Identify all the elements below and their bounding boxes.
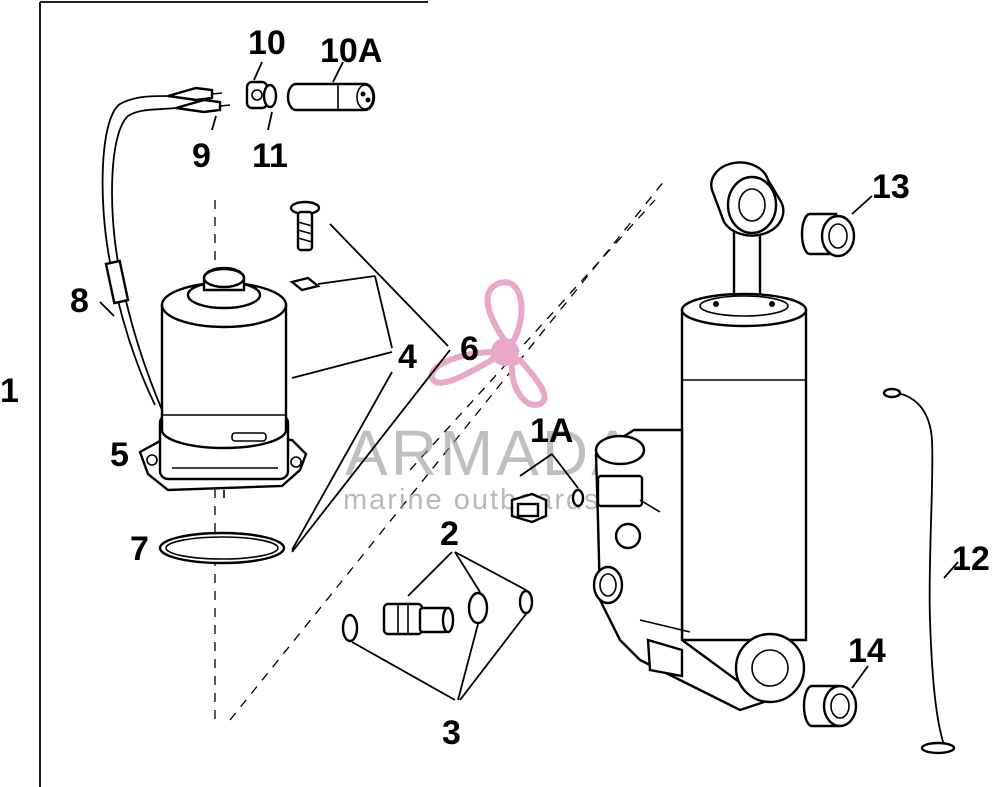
callout-10: 10 xyxy=(248,24,286,62)
cylinder-assembly xyxy=(592,161,808,712)
callout-13: 13 xyxy=(872,168,910,206)
watermark-tagline: marine outboards xyxy=(343,484,601,516)
callout-8: 8 xyxy=(70,282,89,320)
leader-lines xyxy=(99,61,959,701)
callout-4: 4 xyxy=(398,338,417,376)
part-10-washer xyxy=(245,80,269,110)
part-4-clip xyxy=(289,276,321,292)
callout-7: 7 xyxy=(130,530,149,568)
part-3-orings xyxy=(341,589,534,643)
part-5-motor xyxy=(138,266,308,498)
callouts: 1 10 10A 9 11 8 4 6 5 7 1A 2 3 13 12 14 xyxy=(0,24,990,752)
part-12-sensor-wire xyxy=(882,387,956,755)
part-14-bushing xyxy=(802,684,858,728)
frame-bracket xyxy=(39,1,428,787)
propeller-icon xyxy=(428,279,548,408)
callout-5: 5 xyxy=(110,436,129,474)
callout-11: 11 xyxy=(252,137,288,175)
part-10a-sleeve xyxy=(286,82,376,112)
part-1a-fitting xyxy=(510,488,585,524)
callout-1a: 1A xyxy=(530,412,573,450)
part-13-bushing xyxy=(800,212,856,258)
part-4-screw xyxy=(289,200,321,252)
part-7-oring xyxy=(158,531,286,565)
callout-2: 2 xyxy=(440,515,459,553)
part-2-valve xyxy=(382,602,455,636)
callout-1: 1 xyxy=(0,372,19,410)
callout-12: 12 xyxy=(952,540,990,578)
watermark-brand: ARMADA xyxy=(345,417,637,489)
part-11-oring xyxy=(262,83,278,109)
callout-14: 14 xyxy=(848,632,886,670)
callout-3: 3 xyxy=(442,714,461,752)
part-8-wire-harness xyxy=(101,95,177,411)
callout-10a: 10A xyxy=(320,32,382,70)
part-9-connectors xyxy=(167,86,231,114)
callout-9: 9 xyxy=(192,137,211,175)
callout-6: 6 xyxy=(460,330,479,368)
watermark: ARMADA marine outboards xyxy=(343,279,637,516)
